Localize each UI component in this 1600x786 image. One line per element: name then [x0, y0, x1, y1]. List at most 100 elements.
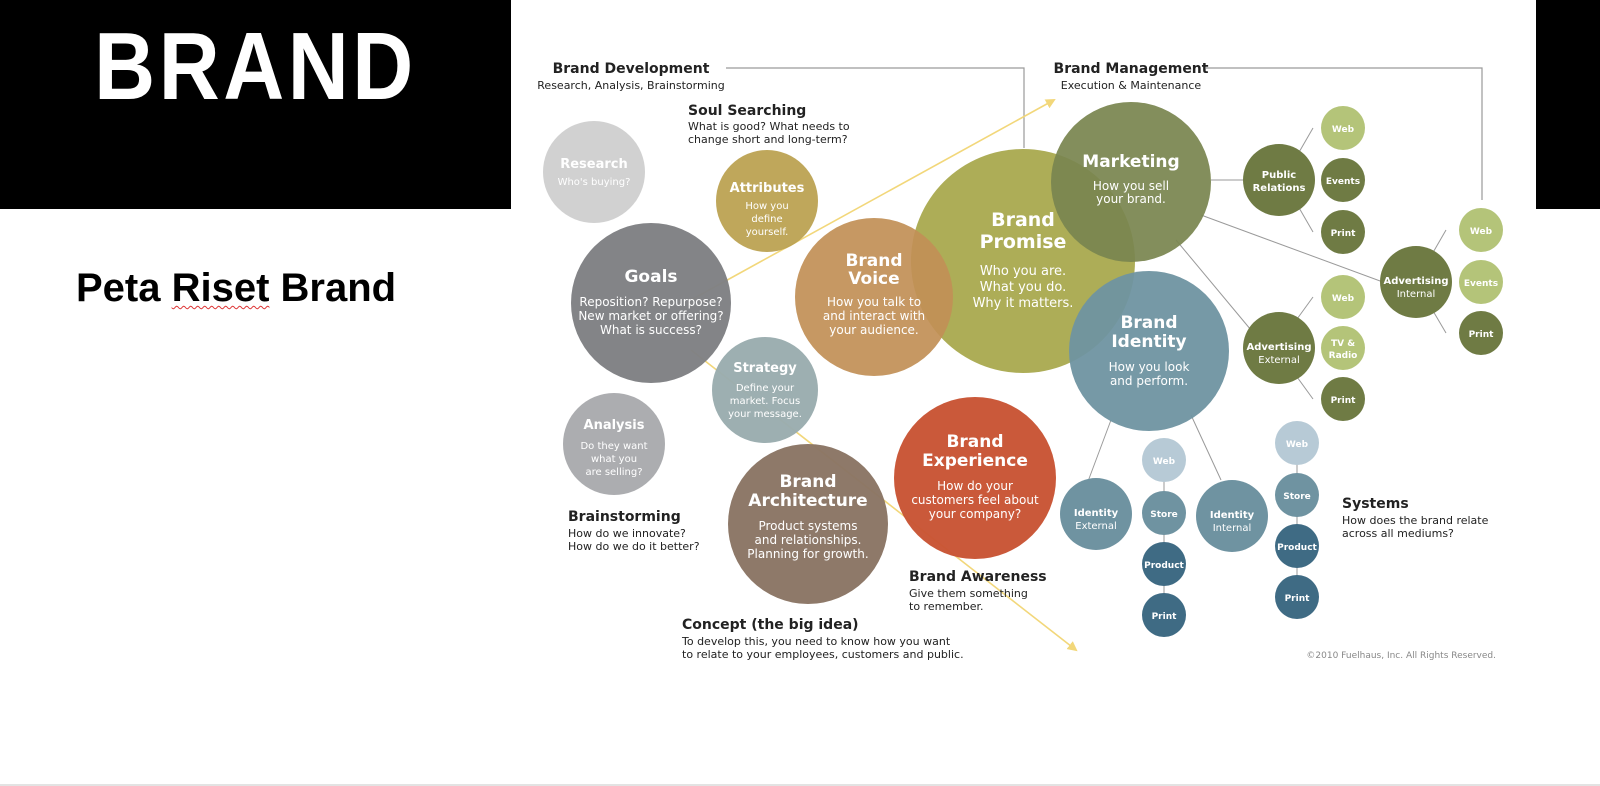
research-line-1: Who's buying? [558, 177, 631, 188]
ii-print-label: Print [1285, 594, 1311, 604]
ii-print-shape [1275, 575, 1319, 619]
attributes-line-3: yourself. [746, 227, 789, 238]
brand-experience-line-2: customers feel about [911, 493, 1039, 507]
brand-promise-line-1: Who you are. [980, 264, 1066, 279]
ii-web-node: Web [1275, 421, 1319, 465]
pr-web-shape [1321, 106, 1365, 150]
ae-tv-radio-line-2: Radio [1329, 351, 1358, 361]
research-title: Research [560, 157, 628, 172]
brand-identity-title-2: Identity [1111, 332, 1186, 352]
dev-subtitle: Research, Analysis, Brainstorming [537, 79, 724, 92]
advertising-internal-line-1: Advertising [1384, 276, 1449, 287]
ai-print-node: Print [1459, 311, 1503, 355]
brand-voice-line-2: and interact with [823, 309, 925, 323]
pr-events-shape [1321, 158, 1365, 202]
public-relations-shape [1243, 144, 1315, 216]
analysis-circle: Analysis Do they want what you are selli… [563, 393, 665, 495]
ai-web-label: Web [1470, 227, 1493, 237]
title-block: BRAND [0, 0, 511, 209]
marketing-line-1: How you sell [1093, 179, 1169, 193]
brainstorming-title: Brainstorming [568, 509, 681, 525]
brand-diagram: Brand Development Research, Analysis, Br… [537, 61, 1503, 661]
slide-title: BRAND [94, 13, 417, 120]
analysis-title: Analysis [584, 418, 645, 433]
brand-promise-line-3: Why it matters. [973, 296, 1074, 311]
marketing-line-2: your brand. [1096, 192, 1166, 206]
public-relations-node: Public Relations [1243, 144, 1315, 216]
ae-web-label: Web [1332, 294, 1355, 304]
attributes-title: Attributes [730, 181, 805, 196]
right-black-bar [1536, 0, 1600, 209]
brand-identity-line-2: and perform. [1110, 374, 1188, 388]
public-relations-line-2: Relations [1253, 183, 1306, 194]
awareness-line-1: Give them something [909, 587, 1028, 600]
soul-line-1: What is good? What needs to [688, 120, 850, 133]
brand-voice-title-2: Voice [848, 269, 899, 289]
brand-experience-title-1: Brand [946, 432, 1003, 452]
brand-architecture-title-1: Brand [779, 472, 836, 492]
pr-web-node: Web [1321, 106, 1365, 150]
ie-web-shape [1142, 438, 1186, 482]
connector-line [1200, 214, 1392, 286]
ie-web-label: Web [1153, 457, 1176, 467]
strategy-circle-shape [712, 337, 818, 443]
systems-line-2: across all mediums? [1342, 527, 1454, 540]
identity-external-node: Identity External [1060, 478, 1132, 550]
concept-line-2: to relate to your employees, customers a… [682, 648, 964, 661]
attributes-circle-shape [716, 150, 818, 252]
brand-experience-line-1: How do your [937, 479, 1013, 493]
bottom-divider [0, 784, 1600, 786]
ai-events-node: Events [1459, 260, 1503, 304]
research-circle: Research Who's buying? [543, 121, 645, 223]
brand-promise-title-1: Brand [991, 209, 1055, 231]
connector-line [1175, 239, 1252, 331]
marketing-title: Marketing [1082, 152, 1179, 172]
awareness-title: Brand Awareness [909, 569, 1047, 585]
strategy-circle: Strategy Define your market. Focus your … [712, 337, 818, 443]
ae-tv-radio-shape [1321, 326, 1365, 370]
copyright-text: ©2010 Fuelhaus, Inc. All Rights Reserved… [1306, 651, 1496, 661]
marketing-circle: Marketing How you sell your brand. [1051, 102, 1211, 262]
brand-architecture-line-1: Product systems [758, 519, 857, 533]
ae-web-node: Web [1321, 275, 1365, 319]
attributes-circle: Attributes How you define yourself. [716, 150, 818, 252]
ii-web-label: Web [1286, 440, 1309, 450]
dev-bracket-line [726, 67, 1025, 148]
analysis-line-3: are selling? [585, 467, 642, 478]
ai-events-label: Events [1464, 279, 1498, 289]
brand-promise-title-2: Promise [980, 231, 1067, 253]
concept-line-1: To develop this, you need to know how yo… [681, 635, 951, 648]
subtitle-suffix: Brand [269, 266, 397, 310]
brand-identity-line-1: How you look [1109, 360, 1190, 374]
marketing-circle-shape [1051, 102, 1211, 262]
ie-store-node: Store [1142, 491, 1186, 535]
ii-print-node: Print [1275, 575, 1319, 619]
brand-voice-title-1: Brand [845, 251, 902, 271]
analysis-circle-shape [563, 393, 665, 495]
goals-line-1: Reposition? Repurpose? [579, 295, 722, 309]
identity-external-line-1: Identity [1074, 508, 1119, 519]
ae-print-node: Print [1321, 377, 1365, 421]
brand-architecture-line-3: Planning for growth. [747, 547, 868, 561]
brand-architecture-circle: Brand Architecture Product systems and r… [728, 444, 888, 604]
brand-voice-line-1: How you talk to [827, 295, 921, 309]
strategy-line-2: market. Focus [730, 396, 800, 407]
brainstorming-line-1: How do we innovate? [568, 527, 686, 540]
brand-architecture-line-2: and relationships. [755, 533, 862, 547]
ii-web-shape [1275, 421, 1319, 465]
brand-voice-circle-shape [795, 218, 953, 376]
ie-product-shape [1142, 542, 1186, 586]
brand-identity-title-1: Brand [1120, 313, 1177, 333]
slide-subtitle: Peta Riset Brand [76, 266, 396, 311]
ie-product-node: Product [1142, 542, 1186, 586]
ie-print-label: Print [1152, 612, 1178, 622]
pr-web-label: Web [1332, 125, 1355, 135]
pr-print-label: Print [1331, 229, 1357, 239]
ii-product-shape [1275, 524, 1319, 568]
pr-events-node: Events [1321, 158, 1365, 202]
subtitle-underlined-word: Riset [171, 266, 270, 310]
attributes-line-2: define [751, 214, 782, 225]
identity-external-shape [1060, 478, 1132, 550]
brand-experience-title-2: Experience [922, 451, 1028, 471]
goals-line-3: What is success? [600, 323, 702, 337]
